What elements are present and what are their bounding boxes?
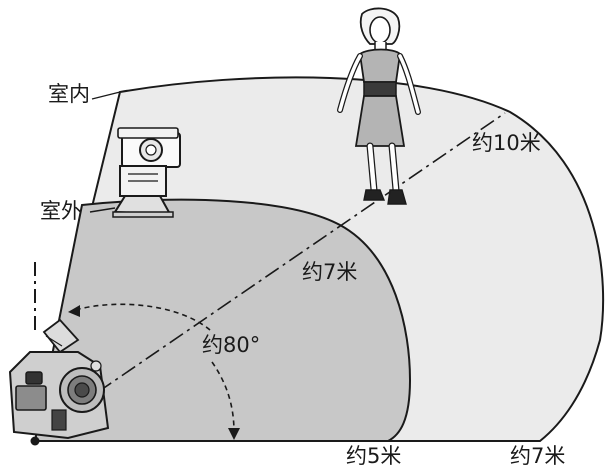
- woman-figure-icon: [337, 7, 421, 205]
- outdoor-label: 室外: [40, 199, 82, 223]
- angle-label: 约80°: [202, 333, 261, 357]
- dslr-camera-icon: [8, 318, 110, 440]
- angle-arc-lower: [211, 361, 235, 433]
- outdoor-distance-label: 约7米: [302, 260, 358, 284]
- speedlite-flash-icon: [112, 127, 181, 218]
- indoor-leader-line: [91, 91, 121, 100]
- angle-arc: [74, 303, 211, 331]
- indoor-label: 室内: [48, 82, 90, 106]
- bottom-near-distance-label: 约5米: [346, 444, 402, 468]
- origin-point: [30, 436, 40, 446]
- angle-arc-arrowhead-down: [228, 428, 240, 440]
- flash-beam-axis-line: [97, 112, 506, 393]
- outdoor-leader-line: [89, 207, 116, 213]
- indoor-distance-label: 约10米: [472, 131, 541, 155]
- angle-arc-arrowhead-left: [68, 305, 80, 317]
- bottom-far-distance-label: 约7米: [510, 444, 566, 468]
- outdoor-coverage-zone: [33, 198, 412, 442]
